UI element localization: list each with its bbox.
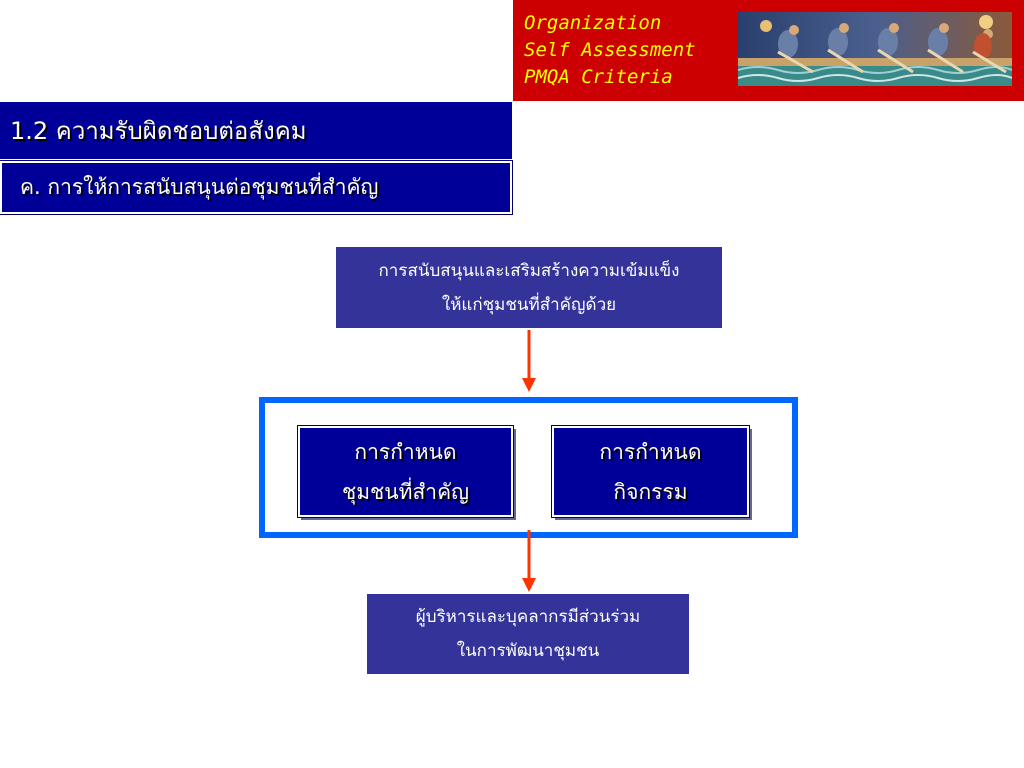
brand-line-organization: Organization — [524, 12, 662, 34]
node-define-key-community: การกำหนด ชุมชนที่สำคัญ — [297, 425, 514, 518]
subsection-title: ค. การให้การสนับสนุนต่อชุมชนที่สำคัญ — [0, 160, 513, 215]
brand-text: Organization Self Assessment PMQA Criter… — [524, 10, 696, 91]
arrow-down-icon — [522, 530, 536, 592]
brand-line-self-assessment: Self Assessment — [524, 39, 696, 61]
node-staff-participation-line-1: ผู้บริหารและบุคลากรมีส่วนร่วม — [415, 607, 641, 627]
brand-line-pmqa-criteria: PMQA Criteria — [524, 66, 673, 88]
node-community-support: การสนับสนุนและเสริมสร้างความเข้มแข็ง ให้… — [336, 247, 722, 328]
section-title: 1.2 ความรับผิดชอบต่อสังคม — [0, 102, 512, 159]
node-define-key-community-line-1: การกำหนด — [354, 439, 457, 464]
node-define-activities-line-2: กิจกรรม — [613, 479, 688, 504]
node-define-key-community-line-2: ชุมชนที่สำคัญ — [341, 479, 470, 504]
node-define-activities: การกำหนด กิจกรรม — [551, 425, 750, 518]
node-staff-participation: ผู้บริหารและบุคลากรมีส่วนร่วม ในการพัฒนา… — [367, 594, 689, 674]
rowers-illustration — [738, 12, 1012, 86]
brand-header: Organization Self Assessment PMQA Criter… — [513, 0, 1024, 101]
arrow-down-icon — [522, 330, 536, 392]
node-community-support-line-1: การสนับสนุนและเสริมสร้างความเข้มแข็ง — [378, 260, 680, 281]
node-define-activities-line-1: การกำหนด — [599, 439, 702, 464]
node-community-support-line-2: ให้แก่ชุมชนที่สำคัญด้วย — [441, 294, 617, 315]
node-staff-participation-line-2: ในการพัฒนาชุมชน — [456, 641, 600, 661]
